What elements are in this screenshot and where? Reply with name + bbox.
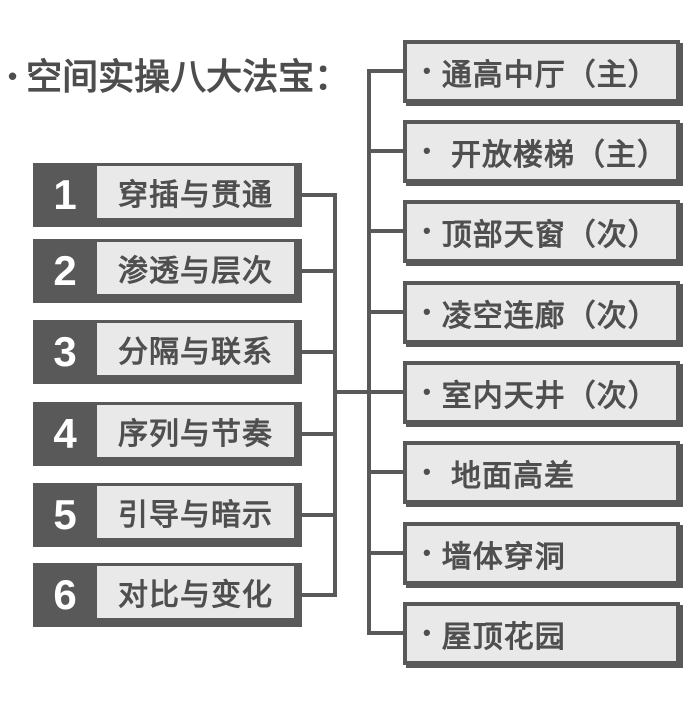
number-badge: 3 [53, 328, 77, 375]
connector-left-stub-4 [300, 432, 337, 436]
connector-left-stub-5 [300, 513, 337, 517]
number-badge: 1 [53, 171, 77, 218]
right-item-4: • 凌空连廊（次） [403, 281, 680, 344]
connector-left-stub-6 [300, 593, 337, 597]
connector-left-trunk [333, 193, 337, 597]
item-label: 通高中厅（主） [441, 58, 659, 92]
connector-right-stub-5 [367, 390, 403, 394]
item-label: 室内天井（次） [441, 379, 659, 413]
item-label: 墙体穿洞 [441, 540, 566, 574]
item-label: 渗透与层次 [97, 242, 294, 294]
left-item-6: 6 对比与变化 [33, 563, 302, 627]
right-item-1: • 通高中厅（主） [403, 40, 680, 103]
bullet-icon: • [423, 57, 432, 83]
connector-left-stub-2 [300, 269, 337, 273]
page-title-text: 空间实操八大法宝： [26, 56, 351, 97]
item-label: 顶部天窗（次） [441, 218, 659, 252]
connector-right-stub-4 [367, 310, 403, 314]
item-label: 地面高差 [441, 459, 576, 493]
item-label: 引导与暗示 [97, 486, 294, 538]
bullet-icon: • [423, 378, 432, 404]
bullet-icon: • [423, 137, 432, 163]
right-item-5: • 室内天井（次） [403, 361, 680, 424]
bullet-icon: • [423, 298, 432, 324]
connector-right-stub-8 [367, 631, 403, 635]
left-item-2: 2 渗透与层次 [33, 239, 302, 303]
connector-right-stub-2 [367, 149, 403, 153]
bullet-icon: • [423, 458, 432, 484]
left-item-1: 1 穿插与贯通 [33, 163, 302, 227]
bullet-icon: • [423, 217, 432, 243]
bullet-icon: • [423, 539, 432, 565]
right-item-7: • 墙体穿洞 [403, 522, 680, 585]
title-bullet-icon: • [8, 61, 18, 91]
item-label: 对比与变化 [97, 566, 294, 618]
number-badge: 2 [53, 247, 77, 294]
connector-right-trunk [367, 69, 371, 635]
right-item-6: • 地面高差 [403, 441, 680, 504]
connector-left-stub-1 [300, 193, 337, 197]
right-item-2: • 开放楼梯（主） [403, 120, 680, 183]
connector-right-stub-1 [367, 69, 403, 73]
number-badge: 6 [53, 571, 77, 618]
item-label: 屋顶花园 [441, 620, 566, 654]
number-badge: 4 [53, 410, 77, 457]
left-item-3: 3 分隔与联系 [33, 320, 302, 384]
item-label: 凌空连廊（次） [441, 299, 659, 333]
item-label: 穿插与贯通 [97, 166, 294, 218]
right-item-8: • 屋顶花园 [403, 602, 680, 665]
left-item-5: 5 引导与暗示 [33, 483, 302, 547]
item-label: 开放楼梯（主） [441, 138, 669, 172]
left-item-4: 4 序列与节奏 [33, 402, 302, 466]
item-label: 分隔与联系 [97, 323, 294, 375]
right-item-3: • 顶部天窗（次） [403, 200, 680, 263]
number-badge: 5 [53, 491, 77, 538]
connector-right-stub-3 [367, 229, 403, 233]
bullet-icon: • [423, 619, 432, 645]
page-title: • 空间实操八大法宝： [8, 55, 350, 99]
connector-right-stub-6 [367, 470, 403, 474]
item-label: 序列与节奏 [97, 405, 294, 457]
connector-left-stub-3 [300, 350, 337, 354]
connector-right-stub-7 [367, 551, 403, 555]
